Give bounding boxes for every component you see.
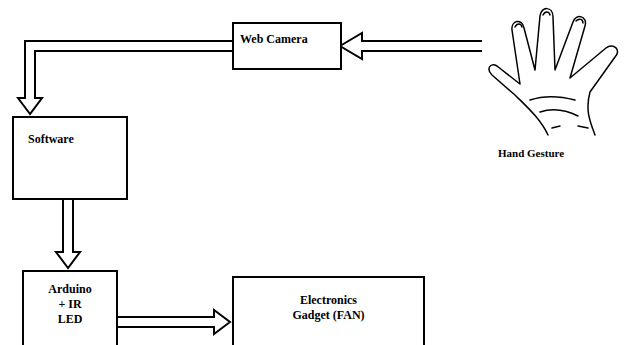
arrow-head <box>18 98 42 114</box>
nail-line <box>515 12 583 27</box>
box-label: Arduino + IR LED <box>48 282 91 327</box>
arrow-shaft-outline <box>62 200 74 253</box>
figure-label: Hand Gesture <box>498 146 564 160</box>
hollow-arrow <box>56 200 80 268</box>
device-box: Web Camera <box>232 22 342 70</box>
box-label: Software <box>28 132 112 147</box>
arrow-shaft-inner <box>30 46 232 99</box>
wrist-line <box>552 126 588 128</box>
arrow-shaft-inner <box>118 318 215 326</box>
arrow-shaft <box>361 40 482 42</box>
controller-box: Arduino + IR LED <box>22 270 118 345</box>
palm-crease <box>540 110 578 116</box>
process-box: Software <box>12 116 128 200</box>
arrow-gap <box>361 42 363 50</box>
arrow-shaft <box>361 50 482 52</box>
box-label: Web Camera <box>240 32 334 47</box>
palm-crease <box>530 97 575 100</box>
box-label: Electronics Gadget (FAN) <box>288 293 370 323</box>
gadget-box: Electronics Gadget (FAN) <box>232 276 425 345</box>
hollow-arrow <box>118 310 230 334</box>
arrow-head <box>214 310 230 334</box>
arrow-shaft-outline <box>30 46 232 99</box>
hollow-arrow <box>340 33 482 59</box>
arrow-head <box>340 33 362 59</box>
hollow-arrow <box>18 46 232 114</box>
hand-illustration <box>489 9 617 135</box>
arrow-shaft-inner <box>64 200 72 253</box>
arrow-head <box>56 252 80 268</box>
arrow-shaft-outline <box>118 316 215 328</box>
hand-outline <box>489 9 617 135</box>
